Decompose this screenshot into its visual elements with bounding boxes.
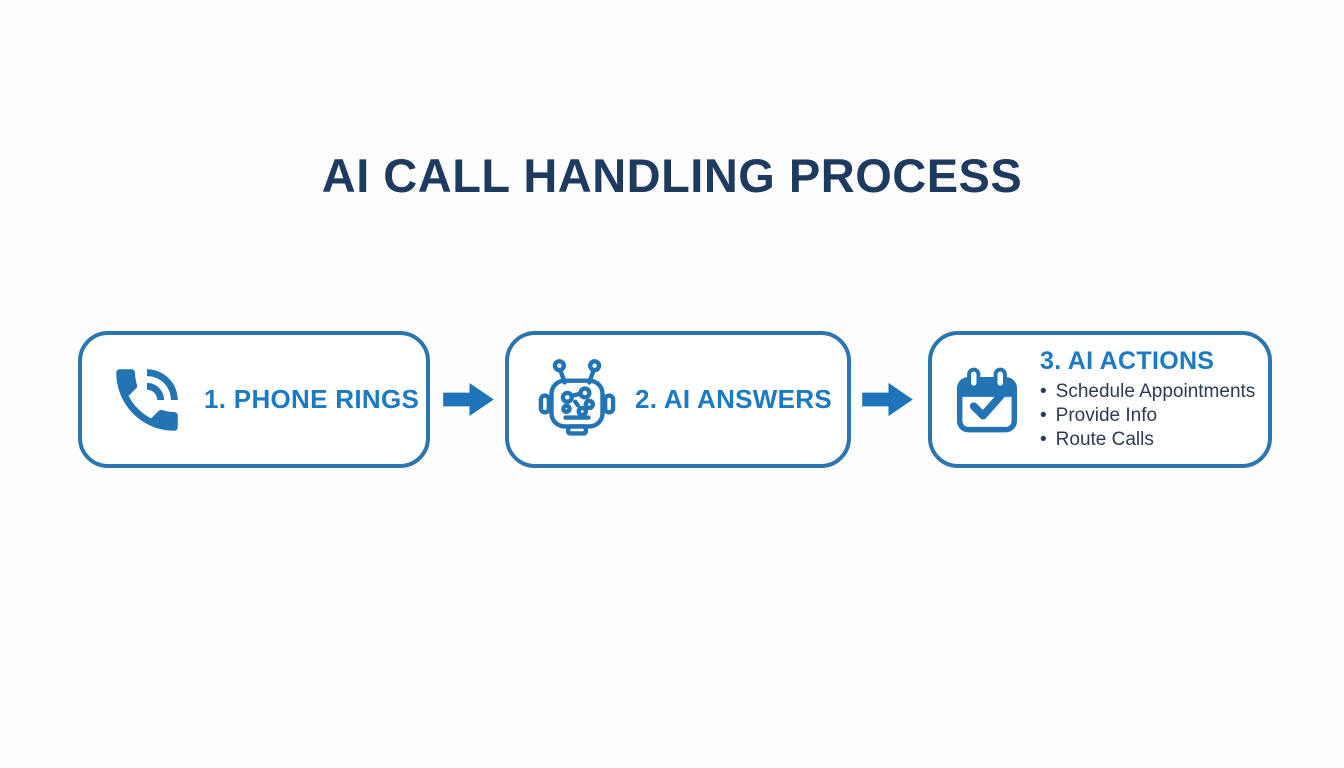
phone-rings-icon (116, 368, 178, 431)
step-box-ai-answers: 2. AI ANSWERS (505, 331, 851, 468)
step-label-phone-rings: 1. PHONE RINGS (204, 384, 420, 414)
step-label-ai-actions: 3. AI ACTIONS (1040, 347, 1215, 375)
action-item-route-calls: Route Calls (1040, 428, 1255, 452)
step-box-phone-rings: 1. PHONE RINGS (78, 331, 430, 468)
ai-actions-list: Schedule Appointments Provide Info Route… (1040, 380, 1256, 452)
flow-arrow-2 (862, 382, 913, 417)
ai-actions-text-block: 3. AI ACTIONS Schedule Appointments Prov… (1040, 347, 1255, 452)
flow-arrow-1 (443, 382, 494, 417)
page-title: AI CALL HANDLING PROCESS (321, 149, 1023, 202)
action-item-provide-info: Provide Info (1040, 404, 1255, 428)
robot-icon (538, 358, 616, 436)
action-item-schedule-appointments: Schedule Appointments (1040, 380, 1256, 404)
calendar-check-icon (956, 367, 1018, 432)
step-box-ai-actions: 3. AI ACTIONS Schedule Appointments Prov… (928, 331, 1272, 468)
step-label-ai-answers: 2. AI ANSWERS (635, 384, 832, 414)
